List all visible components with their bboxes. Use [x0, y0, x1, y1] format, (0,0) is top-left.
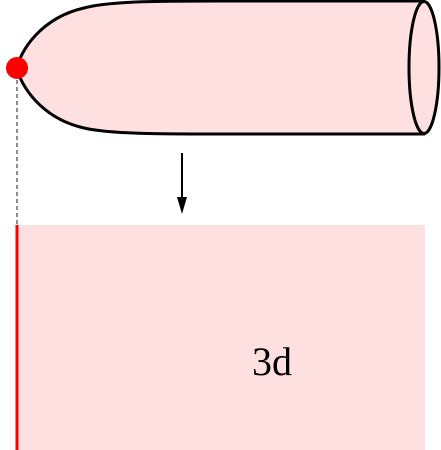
open-end-ellipse	[407, 0, 441, 135]
region-label: 3d	[252, 339, 292, 384]
unfolded-region	[17, 225, 425, 450]
down-arrow	[177, 153, 187, 214]
tip-point-marker	[6, 57, 28, 79]
capped-cylinder-body	[17, 1, 425, 134]
capped-cylinder	[6, 0, 441, 136]
down-arrow-head	[177, 197, 187, 214]
